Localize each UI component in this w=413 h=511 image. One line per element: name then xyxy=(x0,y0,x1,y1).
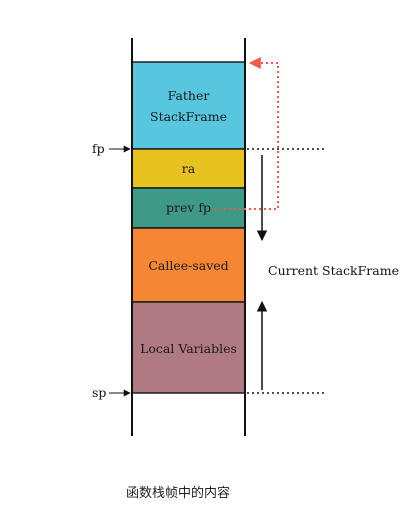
local-variables-label: Local Variables xyxy=(140,341,237,356)
father-stackframe-block xyxy=(131,61,246,150)
diagram-caption: 函数栈帧中的内容 xyxy=(126,485,230,501)
ra-block xyxy=(131,148,246,189)
stack-blocks xyxy=(131,61,246,394)
fp-label: fp xyxy=(92,141,105,156)
callee-saved-block xyxy=(131,227,246,303)
callee-saved-label: Callee-saved xyxy=(148,258,228,273)
ra-label: ra xyxy=(182,161,196,176)
local-variables-block xyxy=(131,301,246,394)
father-label-line2: StackFrame xyxy=(150,109,227,124)
sp-label: sp xyxy=(92,385,106,400)
prev-fp-link-arrow xyxy=(214,57,279,210)
prev-fp-label: prev fp xyxy=(166,200,211,215)
current-stackframe-label: Current StackFrame xyxy=(268,263,399,278)
father-label-line1: Father xyxy=(168,88,210,103)
